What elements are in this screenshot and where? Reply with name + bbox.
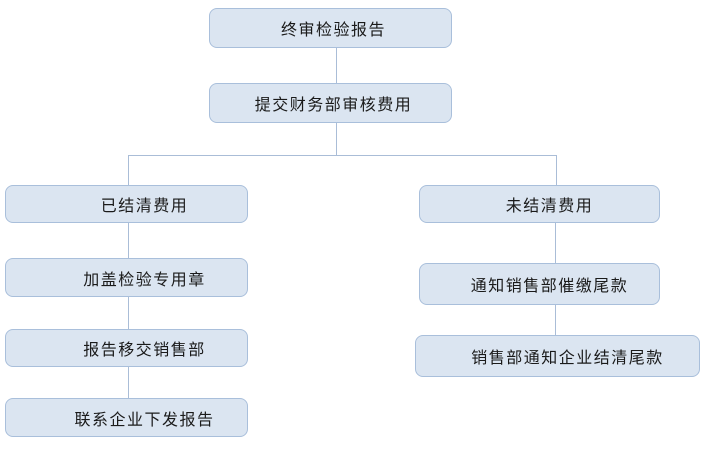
flow-node-label: 终审检验报告 <box>280 22 386 39</box>
connector-notify-sales-to-settle-balance <box>555 305 556 335</box>
flow-node-fees-settled: 已结清费用 <box>5 185 248 223</box>
connector-fees-settled-to-stamp-seal <box>128 223 129 258</box>
flow-node-label: 提交财务部审核费用 <box>254 97 413 114</box>
flow-node-contact-enterprise: 联系企业下发报告 <box>5 398 248 437</box>
flow-node-label: 联系企业下发报告 <box>74 411 215 429</box>
flow-node-label: 加盖检验专用章 <box>83 271 206 289</box>
flow-node-label: 通知销售部催缴尾款 <box>470 278 629 295</box>
connector-report-to-sales-to-contact <box>128 367 129 398</box>
flow-node-submit-finance: 提交财务部审核费用 <box>209 83 452 123</box>
connector-final-report-to-submit-finance <box>336 48 337 83</box>
flow-node-final-report: 终审检验报告 <box>209 8 452 48</box>
flow-node-label: 已结清费用 <box>100 198 189 215</box>
flow-node-fees-unsettled: 未结清费用 <box>419 185 660 223</box>
flow-node-notify-sales: 通知销售部催缴尾款 <box>419 263 660 305</box>
flow-node-stamp-seal: 加盖检验专用章 <box>5 258 248 297</box>
flow-node-label: 报告移交销售部 <box>83 342 206 359</box>
flow-node-label: 销售部通知企业结清尾款 <box>471 350 664 367</box>
connector-branch-horizontal <box>128 155 557 156</box>
connector-branch-to-fees-settled <box>128 155 129 185</box>
flow-node-label: 未结清费用 <box>505 198 594 215</box>
flow-node-report-to-sales: 报告移交销售部 <box>5 329 248 367</box>
flow-node-sales-notify-enterprise: 销售部通知企业结清尾款 <box>415 335 700 377</box>
connector-stamp-seal-to-report-to-sales <box>128 297 129 329</box>
connector-branch-to-fees-unsettled <box>556 155 557 185</box>
connector-fees-unsettled-to-notify-sales <box>555 223 556 263</box>
connector-submit-finance-drop <box>336 123 337 155</box>
